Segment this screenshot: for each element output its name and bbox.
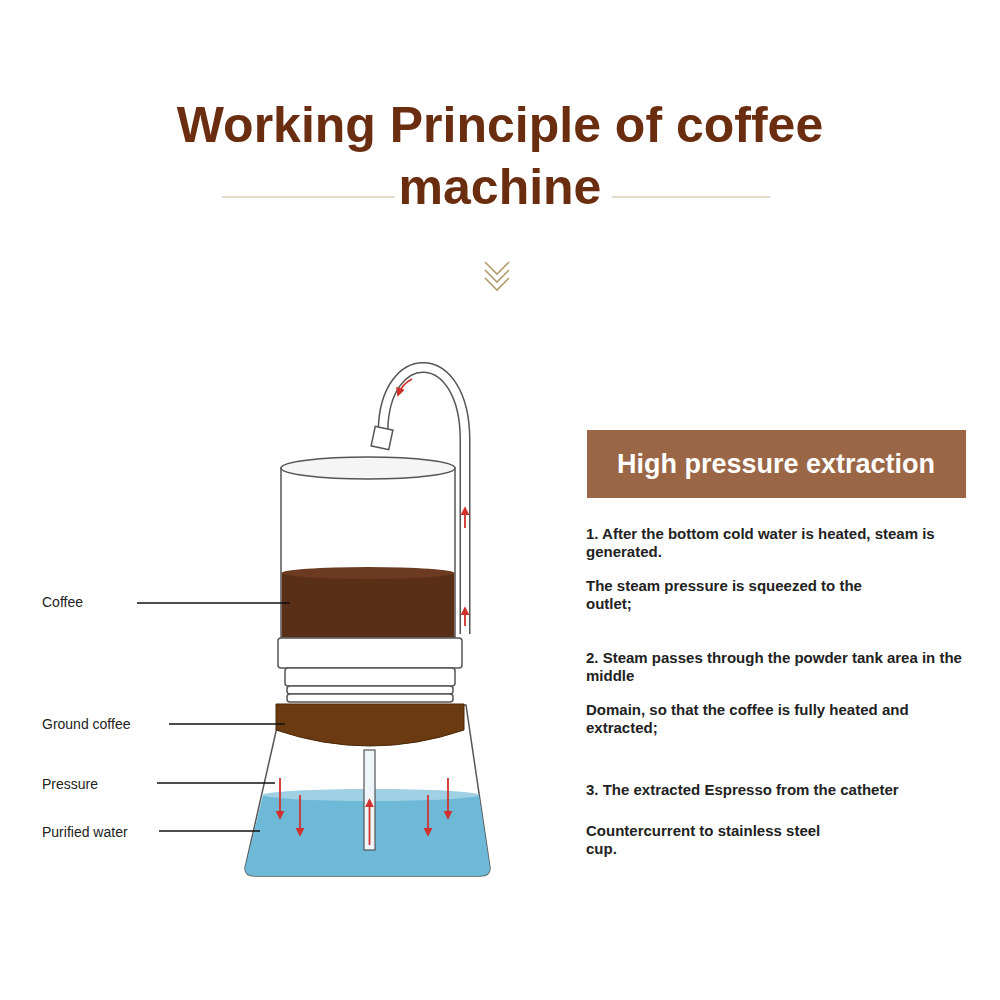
cup — [281, 457, 455, 638]
page-title: Working Principle of coffee machine — [150, 94, 850, 218]
step-text: 3. The extracted Espresso from the cathe… — [586, 781, 994, 799]
part-label: Purified water — [42, 823, 154, 841]
part-label: Pressure — [42, 775, 152, 793]
ground-coffee — [276, 704, 464, 746]
leader-line — [137, 603, 290, 831]
collar — [278, 638, 462, 702]
title-rule — [222, 196, 395, 197]
chevron-icon — [485, 262, 509, 290]
step-text: Countercurrent to stainless steel cup. — [586, 822, 846, 858]
band-heading: High pressure extraction — [617, 430, 935, 498]
part-label: Ground coffee — [42, 715, 164, 733]
flow-arrow — [280, 379, 465, 845]
part-label: Coffee — [42, 593, 132, 611]
step-text: The steam pressure is squeezed to the ou… — [586, 577, 886, 613]
feed-tube — [364, 750, 375, 850]
title-rule — [612, 196, 770, 197]
step-text: 2. Steam passes through the powder tank … — [586, 649, 994, 685]
step-text: 1. After the bottom cold water is heated… — [586, 525, 994, 561]
water-flask — [245, 705, 490, 876]
heading-band: High pressure extraction — [587, 430, 966, 498]
step-text: Domain, so that the coffee is fully heat… — [586, 701, 946, 737]
